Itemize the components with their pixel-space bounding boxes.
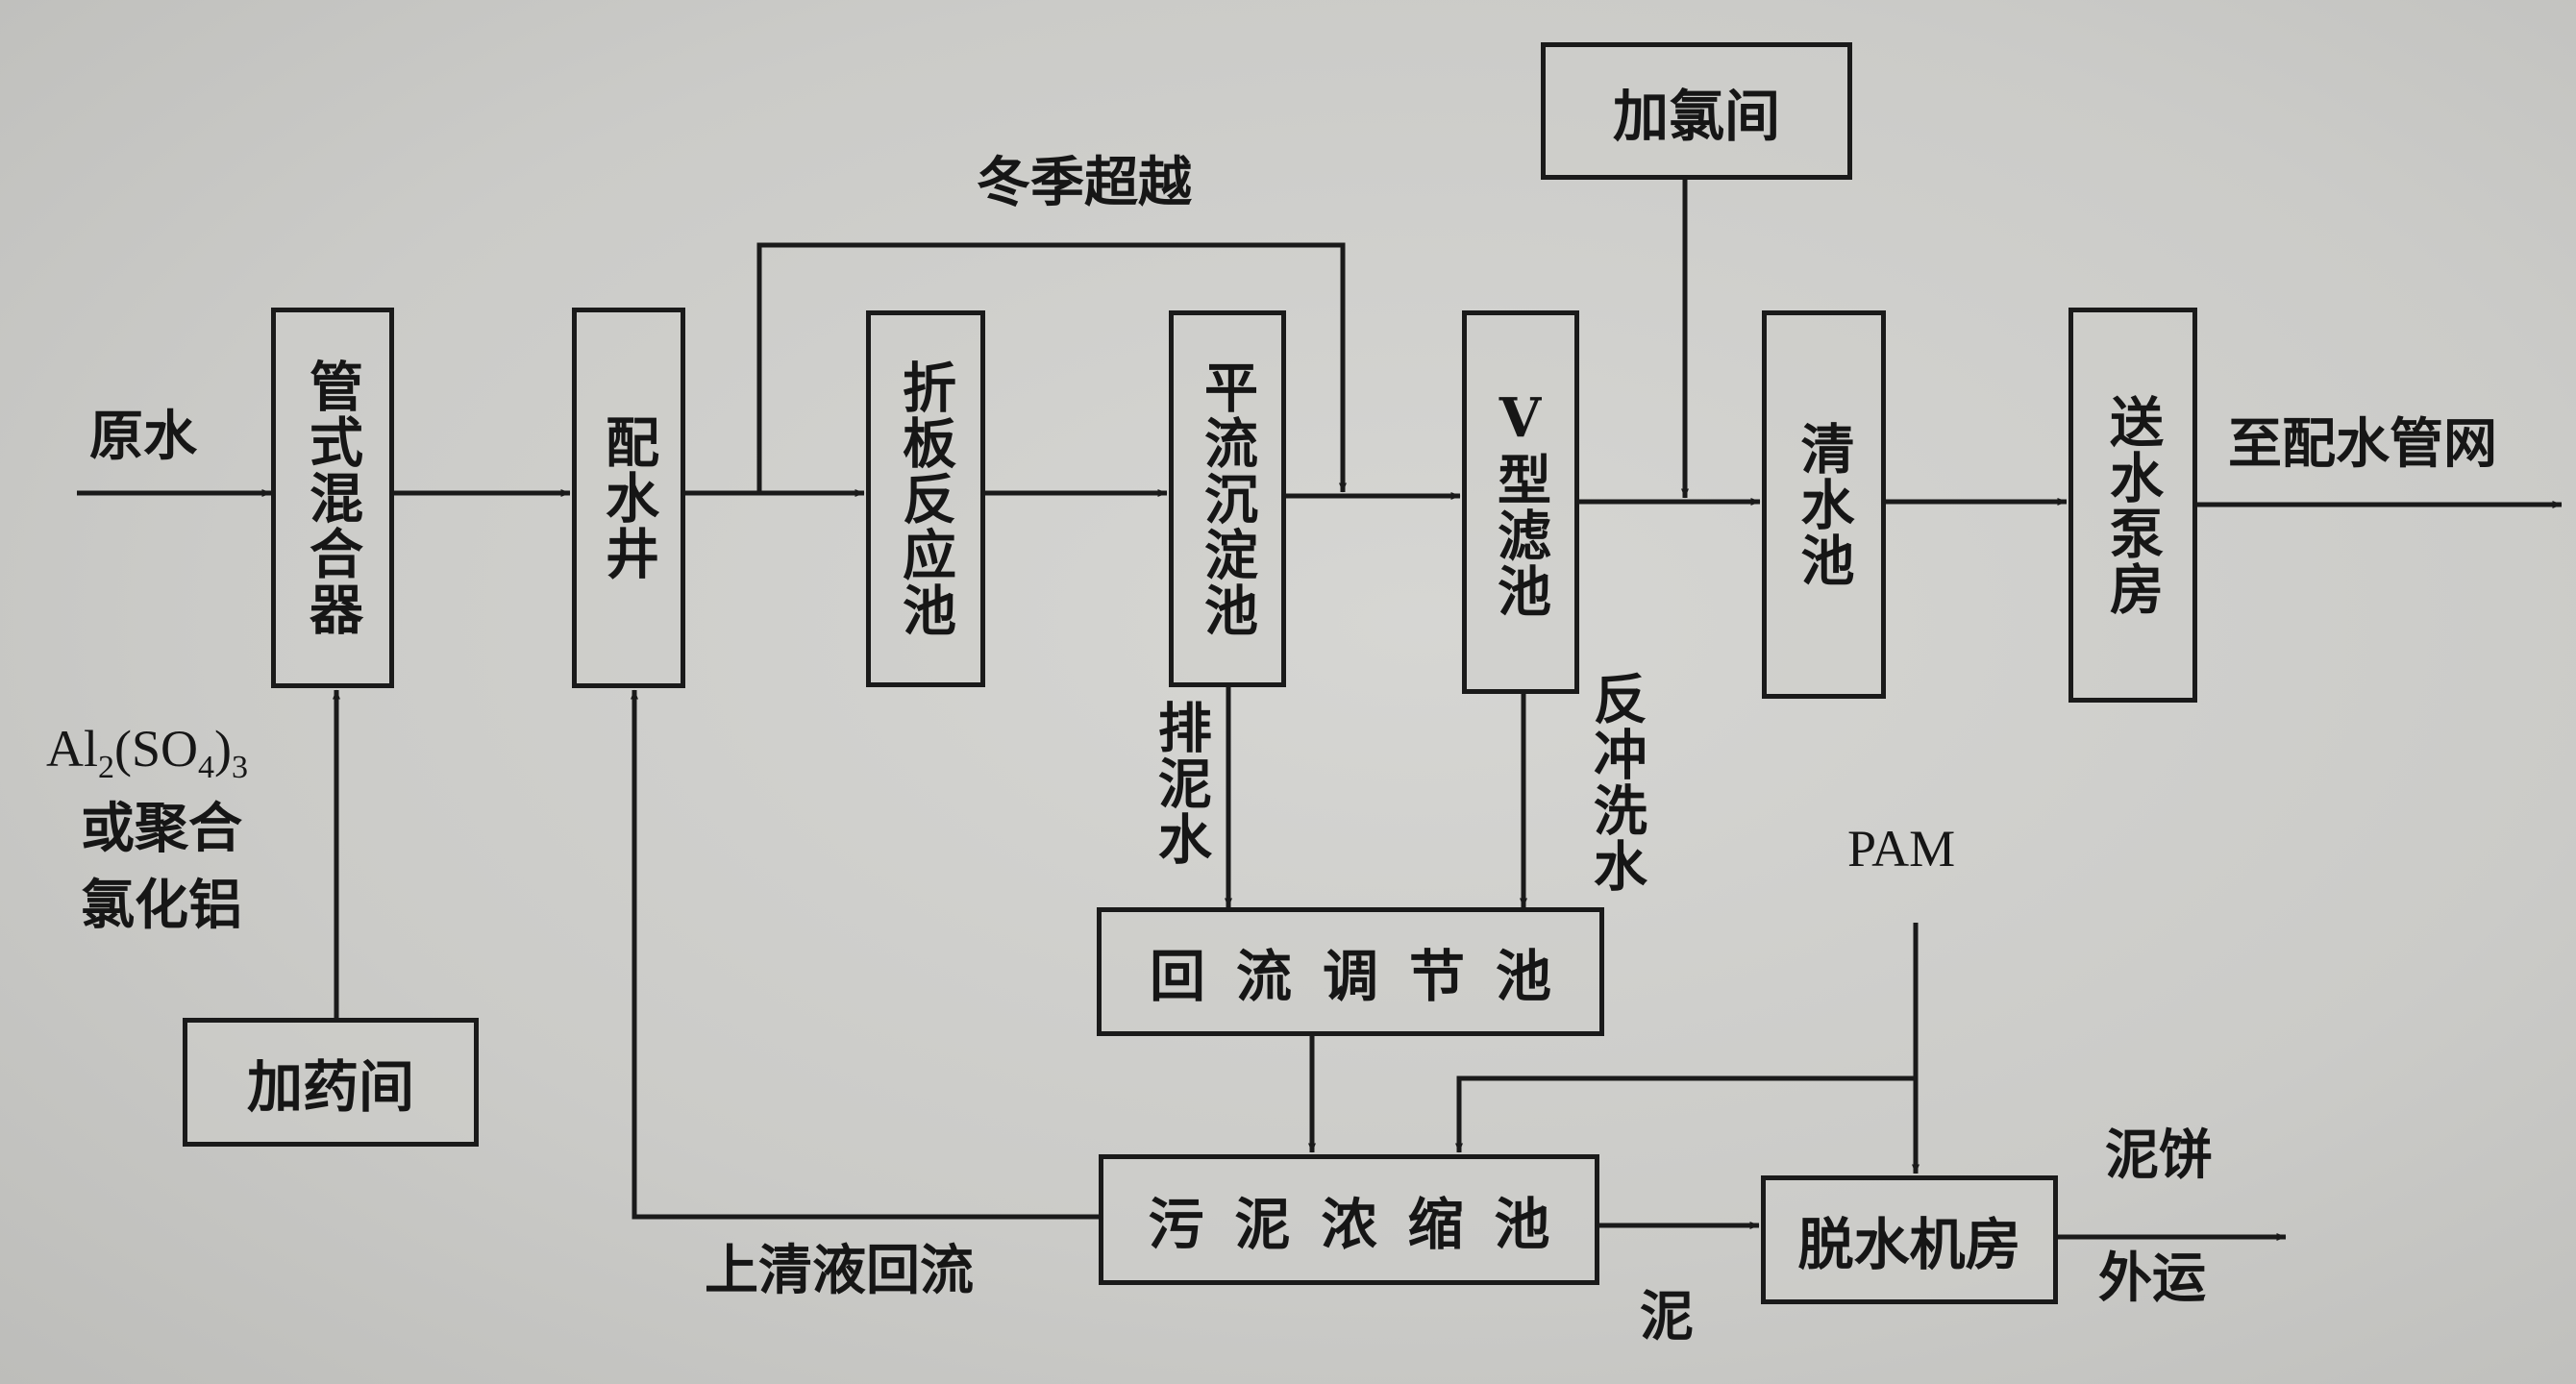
node-pump-house: 送水泵房 [2068, 308, 2197, 703]
label-coagulant-line3: 氯化铝 [81, 874, 242, 937]
arrow-supernatant [631, 689, 1099, 1220]
node-sedimentation-tank: 平流沉淀池 [1169, 310, 1286, 687]
arrow-winter-bypass [756, 242, 1347, 493]
label-coagulant-formula: Al2(SO4)3 [46, 720, 248, 785]
label-export: 外运 [2098, 1247, 2206, 1310]
label-sludge: 泥 [1640, 1285, 1694, 1348]
node-sludge-thickener: 污泥浓缩池 [1099, 1154, 1599, 1285]
label-pam: PAM [1847, 820, 1956, 877]
node-pipe-mixer: 管式混合器 [271, 308, 394, 688]
label-backwash: 反冲洗水 [1584, 671, 1648, 894]
label-mud-cake: 泥饼 [2105, 1124, 2213, 1187]
node-return-regulating-tank: 回流调节池 [1097, 907, 1604, 1036]
node-chlorination-room: 加氯间 [1541, 42, 1852, 180]
label-winter-bypass: 冬季超越 [977, 151, 1192, 214]
node-v-filter: V型滤池 [1462, 310, 1579, 694]
label-to-network: 至配水管网 [2228, 412, 2497, 476]
label-supernatant-return: 上清液回流 [705, 1239, 974, 1302]
label-coagulant-line2: 或聚合 [81, 797, 242, 860]
arrow-pam-branch [1455, 1075, 1916, 1153]
node-dewatering-house: 脱水机房 [1761, 1175, 2058, 1304]
node-clear-water-tank: 清水池 [1762, 310, 1886, 699]
label-sludge-discharge: 排泥水 [1149, 700, 1213, 867]
node-distribution-well: 配水井 [572, 308, 685, 688]
label-raw-water: 原水 [89, 405, 197, 468]
node-baffle-reaction-tank: 折板反应池 [866, 310, 985, 687]
node-dosing-room: 加药间 [183, 1018, 479, 1147]
